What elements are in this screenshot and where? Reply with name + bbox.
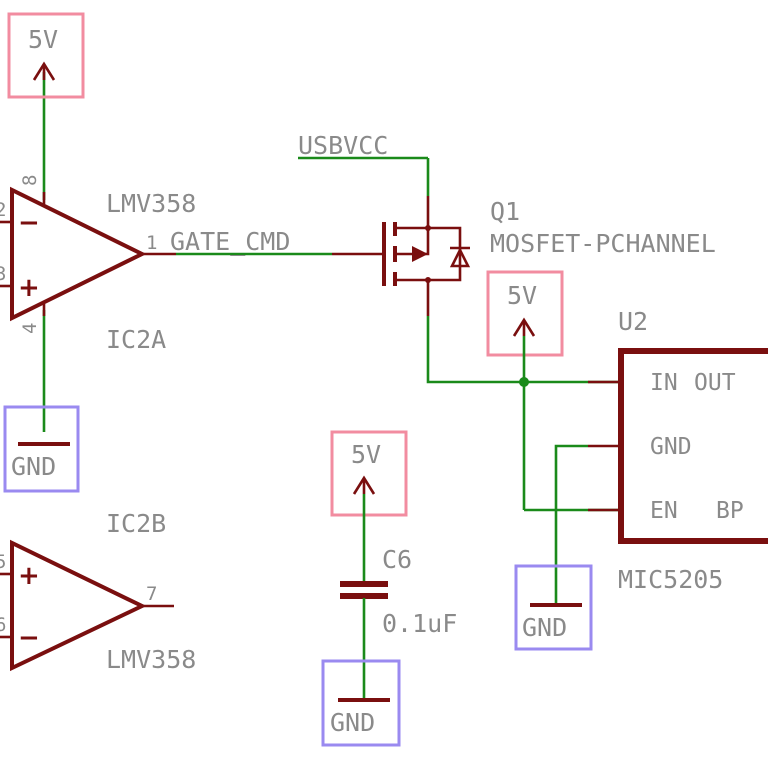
junction-5v-in	[519, 377, 529, 387]
c6-capacitor[interactable]: C6 0.1uF	[340, 494, 457, 700]
gate-cmd-label: GATE_CMD	[170, 227, 290, 256]
q1-drain-lead	[395, 278, 430, 316]
vcc-label: 5V	[351, 440, 381, 469]
ic2a-part-label: LMV358	[106, 189, 196, 218]
ic2a-pin-2: 2	[0, 199, 6, 221]
q1-mosfet[interactable]	[298, 156, 620, 384]
vcc-symbol-ic2a: 5V	[7, 12, 85, 99]
gnd-label: GND	[522, 613, 567, 642]
ic2a-inv-sign: −	[18, 208, 40, 238]
vcc-symbol-c6: 5V	[330, 430, 408, 517]
u2-pin-in-label: IN	[650, 370, 678, 396]
gnd-frame	[3, 405, 80, 493]
vcc-frame	[330, 430, 408, 517]
u2-regulator[interactable]: IN OUT GND EN BP U2 MIC5205	[588, 307, 768, 594]
u2-ref-label: U2	[618, 307, 648, 336]
u2-pin-gnd-label: GND	[650, 434, 692, 460]
gnd-frame	[514, 564, 593, 651]
gnd-symbol-u2: GND	[514, 564, 593, 651]
ic2a-pin-3: 3	[0, 263, 6, 285]
q1-ref-label: Q1	[490, 197, 520, 226]
vcc-label: 5V	[28, 25, 58, 54]
ic2a-ref-label: IC2A	[106, 325, 166, 354]
ic2b-opamp[interactable]: + − 5 6 7 IC2B LMV358	[0, 509, 196, 674]
ic2b-noninv-sign: +	[18, 561, 40, 591]
gnd-label: GND	[330, 708, 375, 737]
ic2a-opamp[interactable]: − + 8 4 2 3 1 LMV358 IC2A	[0, 72, 332, 432]
c6-value-label: 0.1uF	[382, 609, 457, 638]
u2-body	[618, 348, 768, 544]
q1-node-drain	[425, 277, 431, 283]
ic2b-triangle	[10, 539, 147, 672]
q1-diode-triangle	[449, 247, 471, 268]
gnd-symbol-ic2a: GND	[3, 405, 80, 493]
ic2b-ref-label: IC2B	[106, 509, 166, 538]
u2-part-label: MIC5205	[618, 565, 723, 594]
q1-body-arrow	[412, 246, 428, 262]
ic2b-part-label: LMV358	[106, 645, 196, 674]
u2-pin-bp-label: BP	[716, 498, 744, 524]
gnd-frame	[321, 659, 401, 747]
ic2a-triangle	[10, 186, 147, 322]
gnd-symbol-c6: GND	[321, 659, 401, 747]
u2-gnd-wire	[554, 444, 588, 604]
ic2b-pin-5: 5	[0, 551, 6, 573]
ic2b-pin-7: 7	[146, 583, 157, 605]
c6-ref-label: C6	[382, 545, 412, 574]
q1-drain-wire	[426, 316, 620, 384]
u2-pin-out-label: OUT	[694, 370, 736, 396]
q1-diode-frame	[428, 226, 462, 282]
usbvcc-label: USBVCC	[298, 131, 388, 160]
ic2a-pin-4: 4	[19, 323, 41, 334]
ic2a-pin-8: 8	[19, 175, 41, 186]
ic2b-pin-6: 6	[0, 614, 6, 636]
q1-node-source	[425, 225, 431, 231]
vcc-frame	[7, 12, 85, 99]
ic2a-noninv-sign: +	[18, 273, 40, 303]
q1-source-lead	[395, 196, 430, 230]
gnd-label: GND	[11, 452, 56, 481]
vcc-label: 5V	[507, 281, 537, 310]
ic2b-inv-sign: −	[18, 623, 40, 653]
ic2a-pin-1: 1	[146, 232, 157, 254]
q1-body-lead	[395, 228, 430, 256]
q1-part-label: MOSFET-PCHANNEL	[490, 229, 716, 258]
u2-pin-en-label: EN	[650, 498, 678, 524]
